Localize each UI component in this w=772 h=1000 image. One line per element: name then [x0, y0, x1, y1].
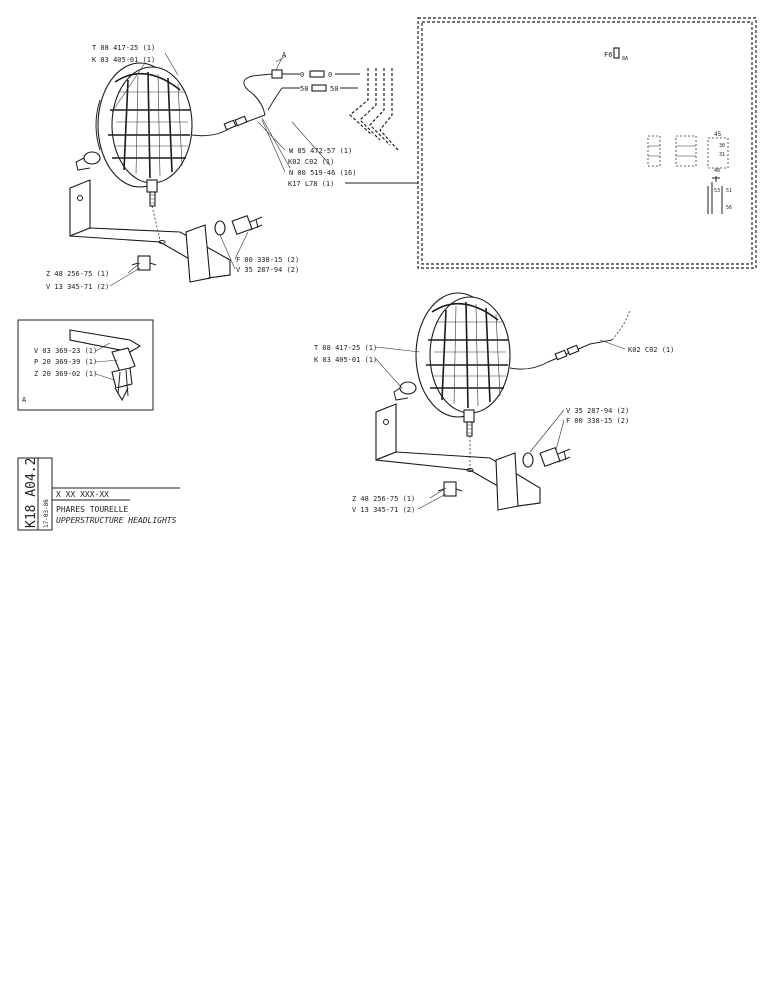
- upper-headlight: [75, 62, 193, 207]
- detail-a-label: A: [22, 396, 27, 404]
- lower-clip: [437, 481, 463, 497]
- upper-clip: [131, 255, 157, 271]
- lower-washer-ref: V 35 287-94 (2): [566, 407, 629, 415]
- wiring-diagram-box: F6 8A 45 30 31 48 53 51 56: [417, 17, 757, 269]
- upper-connector-ref: K02 C02 (1): [288, 158, 334, 166]
- detail-a-item-1: V 03 369-23 (1): [34, 347, 97, 355]
- upper-inline-connector: [223, 115, 248, 131]
- detail-a-box: A: [17, 319, 154, 411]
- lower-inline-connector: [554, 344, 580, 361]
- harness-bundle: [349, 68, 399, 151]
- upper-cable-ref: W 85 472-57 (1): [289, 147, 352, 155]
- title-english: UPPERSTRUCTURE HEADLIGHTS: [56, 516, 177, 525]
- title-block: K18 A04.2 17-03-86 X XX XXX-XX PHARES TO…: [17, 457, 180, 531]
- pin-label-2: 50: [300, 85, 308, 93]
- lower-headlight: [393, 292, 511, 437]
- upper-clip-ref: V 13 345-71 (2): [46, 283, 109, 291]
- detail-a-item-2: P 20 369-39 (1): [34, 358, 97, 366]
- upper-terminal-ref: N 00 519-46 (16): [289, 169, 356, 177]
- pin-label-1: 0: [328, 71, 332, 79]
- callout-a-upper: A: [282, 51, 287, 59]
- lower-bulb-ref: K 03 405-01 (1): [314, 356, 377, 364]
- upper-washer-ref: V 35 287-94 (2): [236, 266, 299, 274]
- terminal-56: 56: [726, 205, 732, 211]
- lower-bracket-ref: Z 48 256-75 (1): [352, 495, 415, 503]
- terminal-48: 48: [714, 168, 720, 174]
- fuse-rating: 8A: [622, 56, 628, 62]
- lower-connector-ref: K02 C02 (1): [628, 346, 674, 354]
- terminal-51: 51: [726, 188, 732, 194]
- sheet-code: K18 A04.2: [24, 458, 39, 528]
- terminal-30: 30: [719, 143, 725, 149]
- upper-harness-ref: K17 L78 (1): [288, 180, 334, 188]
- upper-bolt-ref: F 00 338-15 (2): [236, 256, 299, 264]
- lower-clip-ref: V 13 345-71 (2): [352, 506, 415, 514]
- detail-a-item-3: Z 20 369-02 (1): [34, 370, 97, 378]
- pin-label-3: 50: [330, 85, 338, 93]
- terminal-31: 31: [719, 152, 725, 158]
- fuse-label: F6: [604, 51, 612, 59]
- lower-bolt: [522, 446, 571, 468]
- pin-label-0: 0: [300, 71, 304, 79]
- title-french: PHARES TOURELLE: [56, 505, 128, 514]
- upper-bulb-ref: K 03 405-01 (1): [92, 56, 155, 64]
- terminal-53: 53: [714, 188, 720, 194]
- terminal-45: 45: [714, 131, 722, 138]
- upper-bracket: [69, 179, 231, 283]
- lower-cable: [509, 339, 613, 370]
- plug-a: [271, 69, 283, 79]
- drawing-date: 17-03-86: [43, 499, 50, 528]
- lower-bolt-ref: F 00 338-15 (2): [566, 417, 629, 425]
- upper-bolt: [214, 214, 263, 236]
- upper-lamp-ref: T 08 417-25 (1): [92, 44, 155, 52]
- part-number: X XX XXX-XX: [56, 490, 109, 499]
- plug-pins: 0 0 50 50: [300, 70, 360, 93]
- lower-bracket: [375, 403, 541, 511]
- lower-lamp-ref: T 08 417-25 (1): [314, 344, 377, 352]
- upper-bracket-ref: Z 48 256-75 (1): [46, 270, 109, 278]
